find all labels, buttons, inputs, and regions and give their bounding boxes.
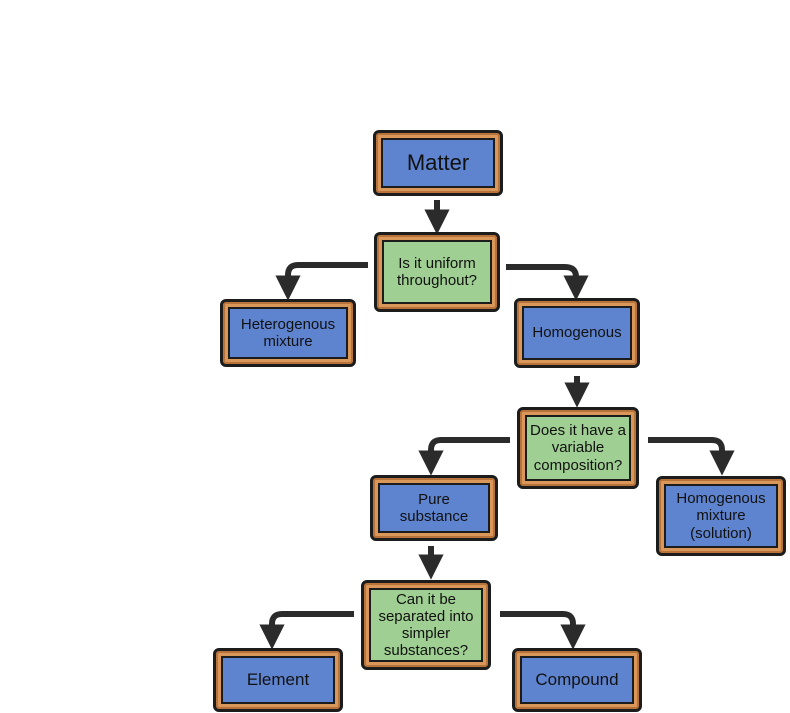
arrow-to-homogenous-mixture: [648, 437, 735, 476]
arrow-to-element: [259, 611, 354, 650]
node-compound-label: Compound: [535, 670, 619, 690]
node-homogenous-mixture-solution: Homogenous mixture (solution): [656, 476, 786, 556]
node-question-uniform-label: Is it uniform throughout?: [396, 254, 478, 289]
node-pure-substance-label: Pure substance: [399, 490, 469, 525]
node-element: Element: [213, 648, 343, 712]
node-question-variable-composition-label: Does it have a variable composition?: [530, 422, 626, 474]
node-element-label: Element: [246, 670, 310, 690]
node-question-uniform: Is it uniform throughout?: [374, 232, 500, 312]
node-homogenous-mixture-solution-label: Homogenous mixture (solution): [676, 490, 766, 542]
node-compound: Compound: [512, 648, 642, 712]
node-question-separated-label: Can it be separated into simpler substan…: [378, 590, 474, 660]
node-question-separated: Can it be separated into simpler substan…: [361, 580, 491, 670]
node-question-variable-composition: Does it have a variable composition?: [517, 407, 639, 489]
arrow-to-homogenous: [506, 264, 589, 301]
node-pure-substance: Pure substance: [370, 475, 498, 541]
arrow-to-compound: [500, 611, 586, 650]
node-matter-label: Matter: [406, 150, 470, 176]
arrow-to-pure-substance: [418, 437, 510, 476]
node-heterogenous-mixture-label: Heterogenous mixture: [240, 315, 336, 350]
node-matter: Matter: [373, 130, 503, 196]
node-heterogenous-mixture: Heterogenous mixture: [220, 299, 356, 367]
node-homogenous: Homogenous: [514, 298, 640, 368]
arrow-to-heterogenous: [275, 262, 368, 301]
node-homogenous-label: Homogenous: [532, 324, 622, 342]
